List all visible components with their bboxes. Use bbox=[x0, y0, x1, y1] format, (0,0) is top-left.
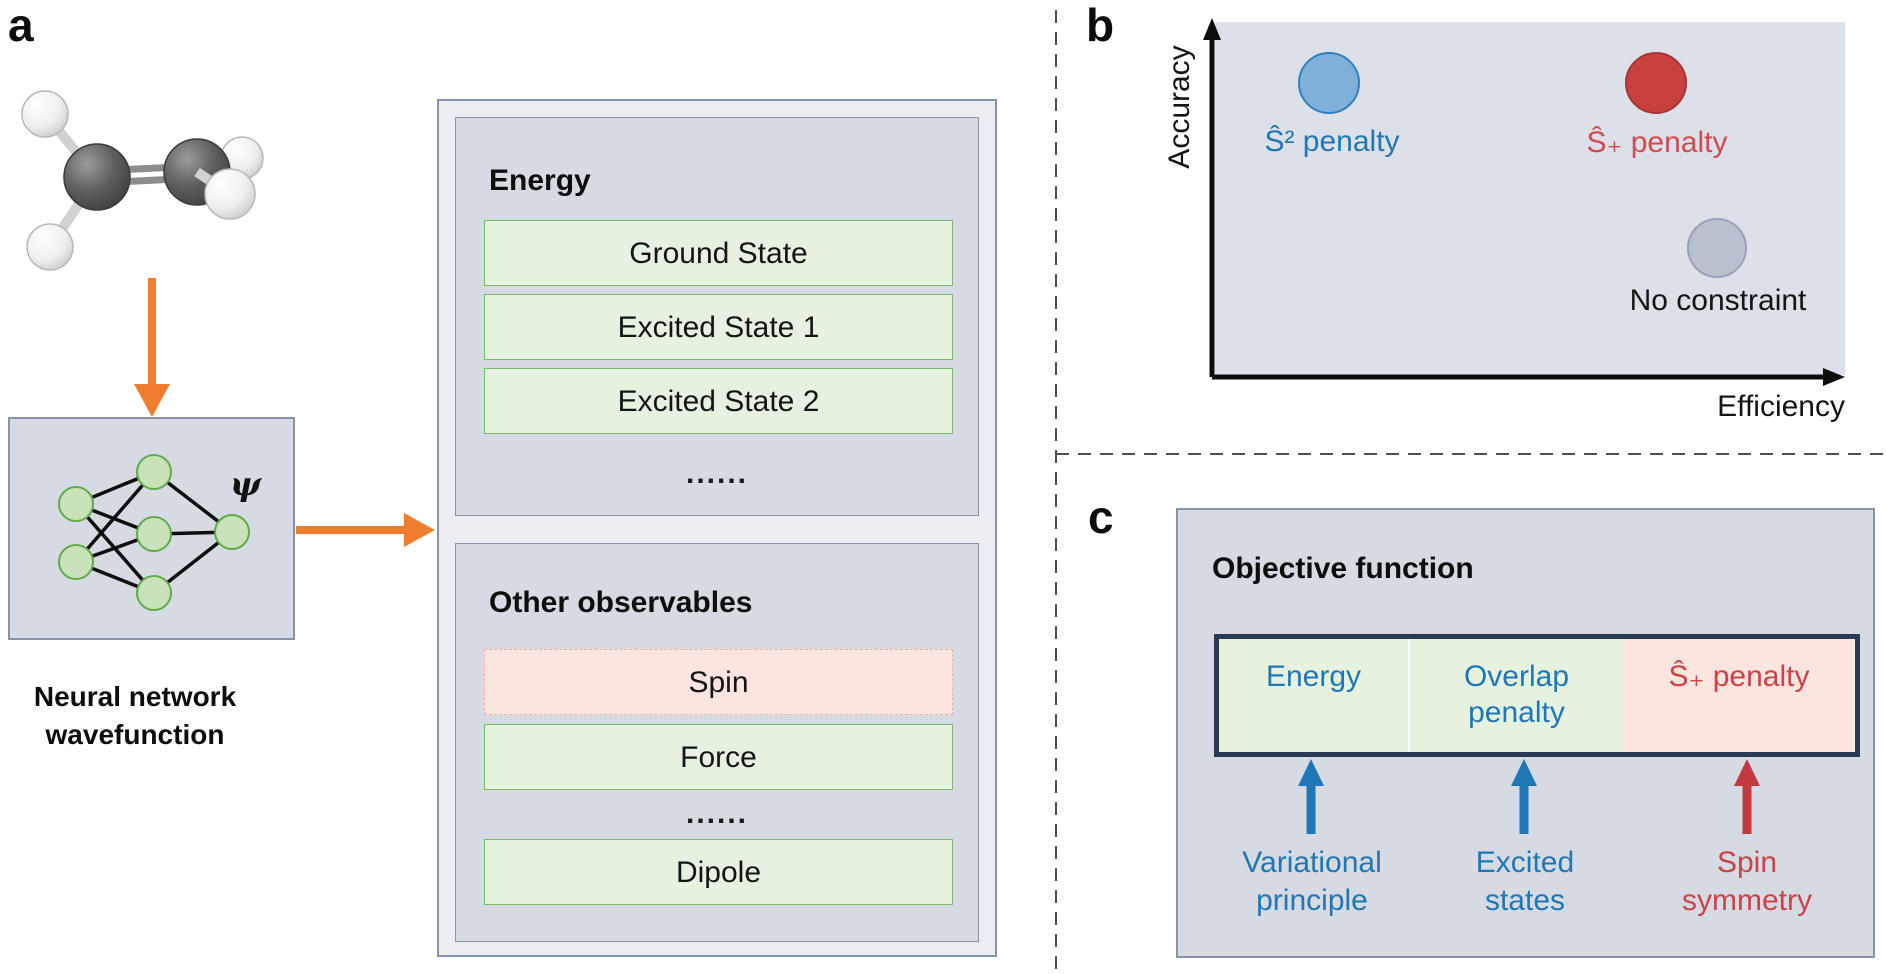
observables-section: Other observables Spin Force ...... Dipo… bbox=[455, 543, 979, 942]
energy-section: Energy Ground State Excited State 1 Exci… bbox=[455, 117, 979, 516]
s-plus-penalty-label: Ŝ₊ penalty bbox=[1586, 126, 1728, 159]
hydrogen-atom bbox=[26, 223, 74, 271]
s2-penalty-label: Ŝ² penalty bbox=[1264, 125, 1400, 158]
annotation-variational-principle: Variational principle bbox=[1214, 844, 1410, 920]
nn-node bbox=[214, 514, 250, 550]
neural-network-icon bbox=[58, 454, 250, 611]
nn-caption-line2: wavefunction bbox=[45, 719, 225, 750]
nn-node bbox=[58, 486, 94, 522]
annotation-line: Variational bbox=[1242, 846, 1382, 879]
observables-ellipsis: ...... bbox=[685, 797, 748, 830]
annotation-spin-symmetry: Spin symmetry bbox=[1647, 844, 1847, 920]
x-axis-label: Efficiency bbox=[1717, 390, 1845, 423]
s-plus-penalty-dot bbox=[1625, 52, 1687, 114]
nn-node bbox=[136, 575, 172, 611]
observables-row-force: Force bbox=[484, 724, 953, 790]
observables-section-title: Other observables bbox=[489, 586, 753, 619]
arrow-right-icon bbox=[296, 513, 435, 547]
objective-cell-overlap-penalty: Overlap penalty bbox=[1410, 639, 1623, 752]
nn-node bbox=[136, 516, 172, 552]
psi-symbol: ψ bbox=[230, 464, 262, 503]
nn-caption-line1: Neural network bbox=[33, 681, 237, 712]
observables-row-dipole: Dipole bbox=[484, 839, 953, 905]
energy-section-title: Energy bbox=[489, 164, 591, 197]
panel-b-label: b bbox=[1086, 0, 1115, 51]
neural-network-box: ψ bbox=[8, 417, 295, 640]
molecule-icon bbox=[21, 90, 264, 271]
energy-ellipsis: ...... bbox=[685, 457, 748, 490]
energy-row-ground-state: Ground State bbox=[484, 220, 953, 286]
observables-row-spin: Spin bbox=[484, 649, 953, 715]
no-constraint-dot bbox=[1687, 218, 1747, 278]
arrow-up-blue-icon bbox=[1511, 759, 1537, 834]
axes-icon bbox=[1203, 18, 1845, 386]
panel-c-label: c bbox=[1088, 491, 1114, 543]
annotation-line: Excited bbox=[1475, 846, 1575, 879]
annotation-excited-states: Excited states bbox=[1427, 844, 1623, 920]
arrow-up-blue-icon bbox=[1298, 759, 1324, 834]
objective-cell-energy: Energy bbox=[1219, 639, 1410, 752]
annotation-line: Spin bbox=[1716, 846, 1778, 879]
panel-a-label: a bbox=[8, 0, 34, 51]
vertical-divider bbox=[1055, 10, 1057, 974]
annotation-line: states bbox=[1484, 884, 1566, 917]
no-constraint-label: No constraint bbox=[1629, 284, 1807, 317]
horizontal-divider bbox=[1056, 453, 1886, 455]
nn-node bbox=[136, 454, 172, 490]
hydrogen-atom bbox=[204, 168, 256, 220]
arrow-up-red-icon bbox=[1734, 759, 1760, 834]
outputs-box: Energy Ground State Excited State 1 Exci… bbox=[437, 99, 997, 957]
carbon-atom bbox=[63, 143, 131, 211]
nn-node bbox=[58, 544, 94, 580]
annotation-line: symmetry bbox=[1682, 884, 1812, 917]
hydrogen-atom bbox=[21, 90, 69, 138]
objective-cell-spin-penalty: Ŝ₊ penalty bbox=[1623, 639, 1855, 752]
s2-penalty-dot bbox=[1298, 52, 1360, 114]
objective-function-box: Objective function Energy Overlap penalt… bbox=[1176, 508, 1875, 958]
arrow-down-icon bbox=[134, 278, 170, 417]
annotation-line: principle bbox=[1256, 884, 1368, 917]
objective-terms-box: Energy Overlap penalty Ŝ₊ penalty bbox=[1214, 634, 1860, 757]
y-axis-label: Accuracy bbox=[1163, 45, 1196, 169]
overlap-line2: penalty bbox=[1468, 696, 1565, 729]
overlap-line1: Overlap bbox=[1463, 660, 1570, 693]
objective-function-title: Objective function bbox=[1212, 552, 1474, 585]
energy-row-excited-state-2: Excited State 2 bbox=[484, 368, 953, 434]
nn-caption: Neural network wavefunction bbox=[5, 678, 265, 754]
energy-row-excited-state-1: Excited State 1 bbox=[484, 294, 953, 360]
